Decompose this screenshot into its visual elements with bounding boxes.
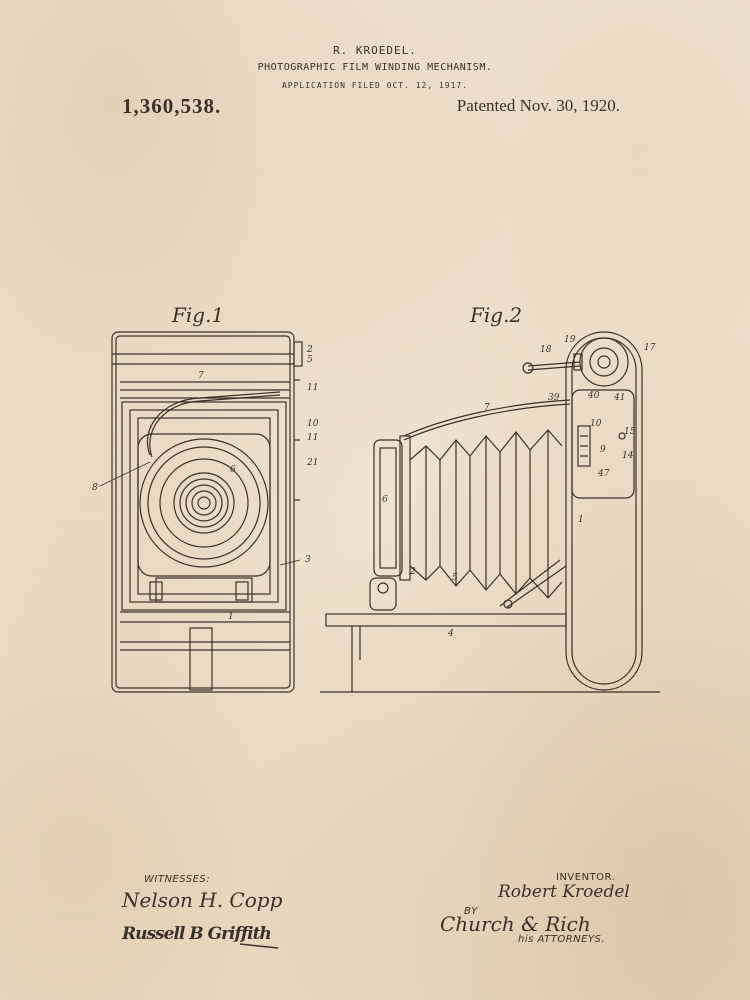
fig2-ref-15: 15 xyxy=(624,427,636,437)
fig2-ref-7: 7 xyxy=(484,403,490,413)
patent-date: Patented Nov. 30, 1920. xyxy=(456,96,620,115)
header-filed-date: APPLICATION FILED OCT. 12, 1917. xyxy=(281,81,469,90)
fig1-ref-1: 1 xyxy=(228,612,234,622)
fig2-ref-6: 6 xyxy=(382,495,388,505)
fig1-ref-8: 8 xyxy=(92,483,98,493)
fig1-ref-6: 6 xyxy=(230,465,236,475)
attorneys-caption: his ATTORNEYS. xyxy=(518,934,606,945)
witness-1-signature: Nelson H. Copp xyxy=(122,888,283,912)
fig1-ref-11b: 11 xyxy=(307,433,318,443)
fig2-ref-40: 40 xyxy=(587,391,600,401)
fig1-ref-3: 3 xyxy=(305,555,311,565)
figure-1-front-view: Fig.1 xyxy=(92,303,319,693)
inventor-caption: INVENTOR. xyxy=(556,872,616,883)
by-caption: BY xyxy=(464,906,478,917)
fig2-ref-39: 39 xyxy=(548,393,560,403)
header-title: PHOTOGRAPHIC FILM WINDING MECHANISM. xyxy=(257,62,493,73)
fig1-ref-2: 2 xyxy=(306,345,313,355)
fig2-ref-2: 2 xyxy=(409,567,416,577)
inventor-signature: Robert Kroedel xyxy=(498,882,630,902)
fig1-ref-21: 21 xyxy=(306,458,318,468)
witness-2-signature: Russell B Griffith xyxy=(122,924,272,944)
fig2-label: Fig.2 xyxy=(469,303,522,327)
fig2-ref-9: 9 xyxy=(600,445,606,455)
fig2-ref-1: 1 xyxy=(578,515,584,525)
fig2-ref-5: 5 xyxy=(452,573,458,583)
fig1-label: Fig.1 xyxy=(171,303,224,327)
fig2-ref-47: 47 xyxy=(597,469,610,479)
witnesses-caption: WITNESSES: xyxy=(144,874,211,885)
fig2-ref-18: 18 xyxy=(540,345,552,355)
fig1-ref-11a: 11 xyxy=(307,383,318,393)
fig2-ref-14: 14 xyxy=(622,451,634,461)
fig1-ref-7: 7 xyxy=(198,371,204,381)
fig2-ref-17: 17 xyxy=(644,343,656,353)
fig1-ref-5: 5 xyxy=(307,355,313,365)
fig1-ref-10: 10 xyxy=(307,419,319,429)
fig2-ref-41: 41 xyxy=(613,393,625,403)
signature-flourish xyxy=(240,943,279,949)
fig2-ref-19: 19 xyxy=(564,335,576,345)
header-inventor-name: R. KROEDEL. xyxy=(333,44,417,57)
attorney-signature: Church & Rich xyxy=(440,912,591,936)
figure-2-side-view: Fig.2 xyxy=(320,303,660,693)
fig2-ref-4: 4 xyxy=(447,629,454,639)
fig2-ref-10: 10 xyxy=(590,419,602,429)
patent-number: 1,360,538. xyxy=(122,94,222,118)
